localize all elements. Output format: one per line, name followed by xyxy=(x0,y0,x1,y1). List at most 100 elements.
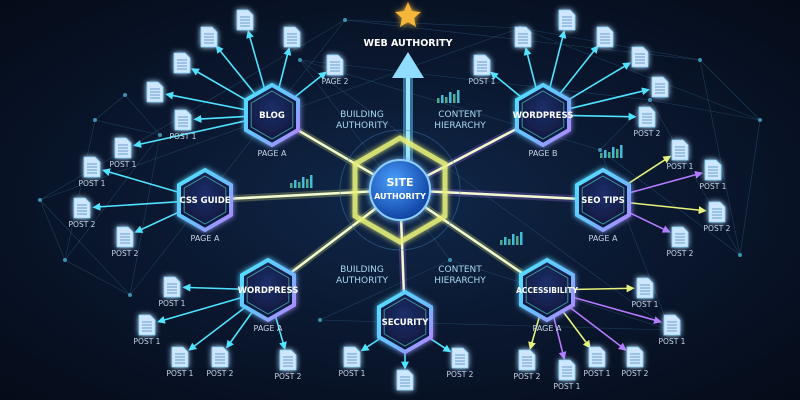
network-line xyxy=(64,259,131,296)
network-line xyxy=(599,149,741,256)
hub-label: SEO TIPS xyxy=(581,196,624,206)
document-label: POST 1 xyxy=(79,179,106,188)
document-icon[interactable] xyxy=(283,26,301,48)
link-arrow xyxy=(165,91,249,112)
network-line xyxy=(299,59,651,101)
document-icon[interactable] xyxy=(588,346,606,368)
document-icon[interactable] xyxy=(473,54,491,76)
hexagon-shape xyxy=(519,257,575,323)
document-icon[interactable] xyxy=(636,277,654,299)
network-line xyxy=(319,259,451,321)
document-icon[interactable] xyxy=(279,349,297,371)
link-arrow xyxy=(563,62,632,104)
document-icon[interactable] xyxy=(558,9,576,31)
hub-sublabel: PAGE A xyxy=(258,149,287,158)
document-label: POST 1 xyxy=(170,132,197,141)
network-dot xyxy=(123,93,127,97)
mini-chart-icon xyxy=(500,232,523,245)
network-line xyxy=(699,59,761,121)
document-icon[interactable] xyxy=(663,314,681,336)
hexagon-shape xyxy=(515,82,571,148)
link-arrow xyxy=(560,308,591,349)
hexagon-shape xyxy=(575,167,631,233)
link-arrow xyxy=(569,295,662,324)
page-title: WEB AUTHORITY xyxy=(363,38,452,49)
center-label-line2: AUTHORITY xyxy=(374,192,426,201)
mini-chart-icon xyxy=(290,175,313,188)
document-label: POST 1 xyxy=(659,337,686,346)
document-icon[interactable] xyxy=(596,26,614,48)
link-arrow xyxy=(182,283,245,292)
document-icon[interactable] xyxy=(171,346,189,368)
link-arrow xyxy=(552,313,567,360)
document-label: POST 1 xyxy=(167,369,194,378)
document-icon[interactable] xyxy=(626,346,644,368)
site-authority-node[interactable]: SITE AUTHORITY xyxy=(339,129,461,251)
document-icon[interactable] xyxy=(651,76,669,98)
document-icon[interactable] xyxy=(671,139,689,161)
document-icon[interactable] xyxy=(326,54,344,76)
document-icon[interactable] xyxy=(146,81,164,103)
document-icon[interactable] xyxy=(114,137,132,159)
document-icon[interactable] xyxy=(73,197,91,219)
document-label: POST 1 xyxy=(584,369,611,378)
document-label: POST 2 xyxy=(69,220,96,229)
network-dot xyxy=(758,118,762,122)
document-icon[interactable] xyxy=(708,201,726,223)
network-line xyxy=(739,119,761,256)
document-icon[interactable] xyxy=(116,226,134,248)
hub-node-security[interactable]: SECURITY xyxy=(377,289,433,355)
document-label: POST 2 xyxy=(704,224,731,233)
document-icon[interactable] xyxy=(558,359,576,381)
document-icon[interactable] xyxy=(173,52,191,74)
document-icon[interactable] xyxy=(451,347,469,369)
document-icon[interactable] xyxy=(83,156,101,178)
document-icon[interactable] xyxy=(671,226,689,248)
document-icon[interactable] xyxy=(704,159,722,181)
document-icon[interactable] xyxy=(211,346,229,368)
center-label-line1: SITE xyxy=(386,176,413,189)
network-dot xyxy=(648,98,652,102)
link-arrow xyxy=(622,155,672,188)
network-dot xyxy=(448,258,452,262)
link-arrow xyxy=(624,209,671,233)
link-arrow xyxy=(548,30,567,92)
hub-sublabel: PAGE A xyxy=(254,324,283,333)
document-icon[interactable] xyxy=(396,369,414,391)
link-arrow xyxy=(156,295,246,324)
document-icon[interactable] xyxy=(138,314,156,336)
link-arrow xyxy=(626,201,707,215)
network-dot xyxy=(738,253,742,257)
document-label: POST 1 xyxy=(110,160,137,169)
document-icon[interactable] xyxy=(518,349,536,371)
document-label: POST 2 xyxy=(622,369,649,378)
network-line xyxy=(699,59,741,256)
link-arrow xyxy=(215,45,258,97)
hub-node-wordpress[interactable]: WORDPRESS PAGE A xyxy=(238,257,299,333)
document-icon[interactable] xyxy=(343,346,361,368)
document-icon[interactable] xyxy=(174,109,192,131)
document-icon[interactable] xyxy=(514,26,532,48)
hub-label: WORDPRESS xyxy=(238,286,299,296)
network-dot xyxy=(698,58,702,62)
document-icon[interactable] xyxy=(631,46,649,68)
network-line xyxy=(344,19,521,29)
document-icon[interactable] xyxy=(200,26,218,48)
link-arrow xyxy=(565,303,627,351)
document-label: POST 1 xyxy=(339,369,366,378)
link-arrow xyxy=(188,303,250,351)
network-line xyxy=(129,134,161,296)
document-icon[interactable] xyxy=(163,276,181,298)
document-icon[interactable] xyxy=(638,106,656,128)
document-icon[interactable] xyxy=(236,9,254,31)
document-label: POST 1 xyxy=(159,299,186,308)
document-label: POST 1 xyxy=(469,77,496,86)
